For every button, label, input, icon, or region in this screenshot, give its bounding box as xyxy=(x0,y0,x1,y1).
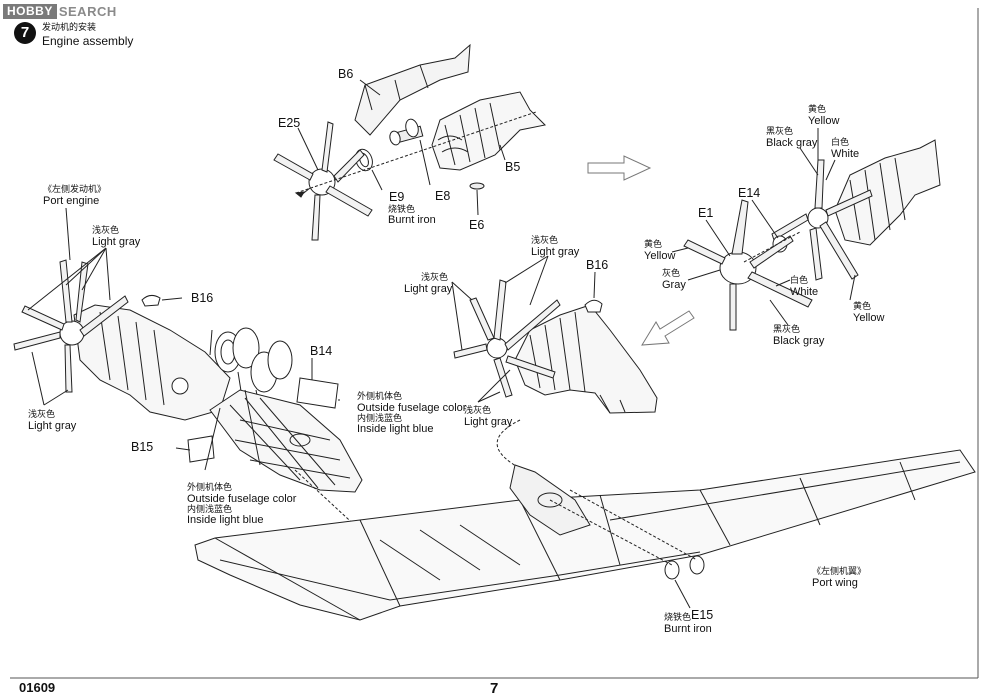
r-white-mid-cn: 白色 xyxy=(790,275,809,285)
step-title-cn: 发动机的安装 xyxy=(42,22,97,32)
b14-color2-cn: 内侧浅蓝色 xyxy=(357,413,403,423)
mid-upper-color-en: Light gray xyxy=(531,246,580,258)
mid-lower-color-cn: 浅灰色 xyxy=(464,405,492,415)
r-blackgray-bot-en: Black gray xyxy=(773,335,825,347)
b15-color1-cn: 外侧机体色 xyxy=(187,482,233,492)
r-yellow-right-en: Yellow xyxy=(853,312,885,324)
e9-color-en: Burnt iron xyxy=(388,214,436,226)
r-yellow-right-cn: 黄色 xyxy=(853,301,872,311)
b15-color1-en: Outside fuselage color xyxy=(187,493,297,505)
b15-color2-cn: 内侧浅蓝色 xyxy=(187,504,233,514)
e9-color-cn: 烧铁色 xyxy=(388,204,416,214)
r-gray-cn: 灰色 xyxy=(662,268,681,278)
port-wing-cn: 《左侧机翼》 xyxy=(812,566,867,576)
port-wing-en: Port wing xyxy=(812,577,858,589)
part-e1: E1 xyxy=(698,206,714,220)
left-upper-color-en: Light gray xyxy=(92,236,141,248)
middle-engine-assembly xyxy=(451,255,658,491)
r-gray-en: Gray xyxy=(662,279,686,291)
watermark-brand-box: HOBBY xyxy=(3,3,57,19)
b14-color2-en: Inside light blue xyxy=(357,423,434,435)
direction-arrow-down-left xyxy=(641,310,695,346)
propeller-e25 xyxy=(273,121,373,241)
r-yellow-left-en: Yellow xyxy=(644,250,676,262)
mid-left-color-en: Light gray xyxy=(404,283,453,295)
part-e25: E25 xyxy=(278,116,301,130)
top-nacelle-assembly xyxy=(273,43,547,241)
part-b5: B5 xyxy=(505,160,521,174)
left-lower-color-en: Light gray xyxy=(28,420,77,432)
e15-color-cn: 烧铁色 xyxy=(664,612,692,622)
left-lower-color-cn: 浅灰色 xyxy=(28,409,56,419)
footer-product-code: 01609 xyxy=(19,680,56,695)
r-yellow-top-en: Yellow xyxy=(808,115,840,127)
step-title-en: Engine assembly xyxy=(42,34,134,48)
mid-upper-color-cn: 浅灰色 xyxy=(531,235,559,245)
r-white-mid-en: White xyxy=(790,286,819,298)
hobbysearch-watermark: HOBBY SEARCH xyxy=(3,3,117,19)
b14-color1-cn: 外侧机体色 xyxy=(357,391,403,401)
r-white-top-cn: 白色 xyxy=(831,137,850,147)
part-b16-middle: B16 xyxy=(586,258,609,272)
port-engine-en: Port engine xyxy=(43,195,100,207)
left-engine-fuselage-assembly xyxy=(13,207,363,531)
port-wing xyxy=(194,449,976,621)
footer-page-number: 7 xyxy=(490,680,499,697)
r-white-top-en: White xyxy=(831,148,860,160)
mid-left-color-cn: 浅灰色 xyxy=(421,272,449,282)
step-number-badge: 7 xyxy=(14,22,36,44)
watermark-brand-text: SEARCH xyxy=(58,3,117,19)
port-engine-cn: 《左侧发动机》 xyxy=(43,184,107,194)
mid-lower-color-en: Light gray xyxy=(464,416,513,428)
r-blackgray-top-en: Black gray xyxy=(766,137,818,149)
part-e15: E15 xyxy=(691,608,714,622)
r-blackgray-bot-cn: 黑灰色 xyxy=(773,324,801,334)
left-upper-color-cn: 浅灰色 xyxy=(92,225,120,235)
r-yellow-left-cn: 黄色 xyxy=(644,239,663,249)
part-b14: B14 xyxy=(310,344,333,358)
b14-color1-en: Outside fuselage color xyxy=(357,402,467,414)
e15-color-en: Burnt iron xyxy=(664,623,712,635)
r-yellow-top-cn: 黄色 xyxy=(808,104,827,114)
part-e9: E9 xyxy=(389,190,405,204)
part-e6: E6 xyxy=(469,218,485,232)
part-b16-left: B16 xyxy=(191,291,214,305)
b15-color2-en: Inside light blue xyxy=(187,514,264,526)
part-e8: E8 xyxy=(435,189,451,203)
part-b6: B6 xyxy=(338,67,354,81)
part-b15: B15 xyxy=(131,440,154,454)
part-e14: E14 xyxy=(738,186,761,200)
r-blackgray-top-cn: 黑灰色 xyxy=(766,126,794,136)
right-engine-assembly xyxy=(671,128,941,331)
direction-arrow-right xyxy=(587,155,652,181)
